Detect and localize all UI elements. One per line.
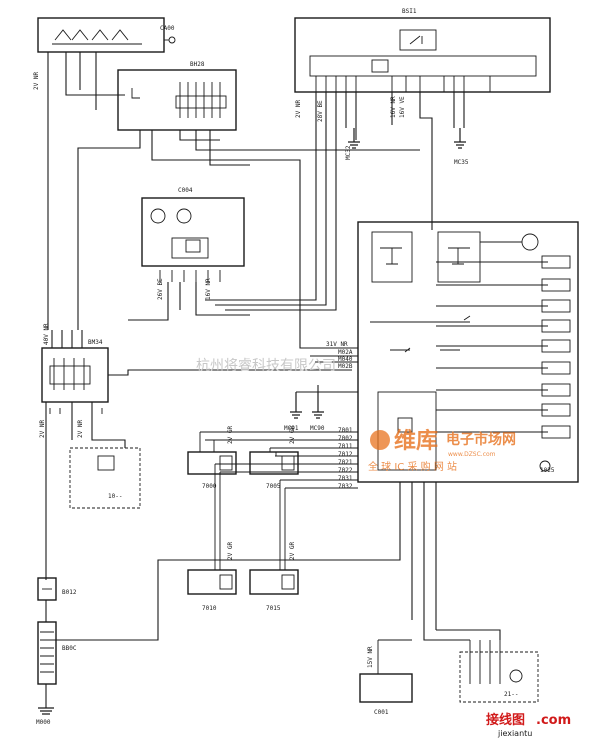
svg-text:7001: 7001 [338, 427, 353, 434]
watermark-company: 杭州将睿科技有限公司 [196, 358, 336, 374]
c004-label: C004 [178, 187, 193, 194]
jiexiantu-watermark: 接线图 .com jiexiantu [486, 712, 571, 738]
connector-10: 10-- [69, 447, 141, 509]
svg-text:7022: 7022 [338, 467, 353, 474]
svg-text:7000: 7000 [202, 483, 217, 490]
svg-text:2V NR: 2V NR [77, 420, 84, 438]
svg-text:M02A: M02A [338, 349, 353, 356]
svg-text:2V GR: 2V GR [289, 426, 296, 444]
svg-text:B012: B012 [62, 589, 77, 596]
wire-28vbe-bsi: 28V BE [317, 100, 324, 122]
svg-text:2V GR: 2V GR [227, 542, 234, 560]
cad0-switch-block: CA00 [37, 17, 176, 53]
wire-2vnr-left: 2V NR [33, 72, 40, 90]
bh28-connector-block: BH28 [117, 61, 237, 131]
mc90-ground: MC90 [310, 392, 325, 432]
c001-connector: C001 15V NR [359, 640, 413, 716]
svg-text:7012: 7012 [338, 451, 353, 458]
svg-text:31V NR: 31V NR [326, 341, 348, 348]
svg-text:2V GR: 2V GR [289, 542, 296, 560]
injector-7010: 7010 [187, 464, 237, 612]
bbgc-battery: BB0C [37, 621, 77, 685]
bsi1-body-control: BSI1 [294, 8, 551, 93]
logo-url: www.DZSC.com [448, 451, 496, 458]
bm34-fuse-box: BM34 [41, 339, 109, 414]
logo-sub: 电子市场网 [446, 431, 516, 448]
svg-text:10--: 10-- [108, 493, 122, 500]
svg-text:7002: 7002 [338, 435, 353, 442]
b012-fuse: B012 [37, 577, 77, 601]
c004-instrument: C004 [141, 187, 245, 282]
svg-text:M02B: M02B [338, 363, 353, 370]
site-url: jiexiantu [497, 729, 532, 738]
injector-7015: 7015 [249, 480, 299, 612]
svg-text:C001: C001 [374, 709, 389, 716]
svg-text:M040: M040 [338, 356, 353, 363]
connector-21: 21-- [459, 640, 539, 703]
svg-text:MC91: MC91 [284, 425, 299, 432]
svg-text:M000: M000 [36, 719, 51, 726]
svg-text:21--: 21-- [504, 691, 518, 698]
wire-16vnr-c004: 16V NR [205, 278, 212, 300]
wire-2vnr-bsi: 2V NR [295, 100, 302, 118]
wire-40vnr-bm34: 40V NR [43, 323, 50, 345]
ecu-1025-module: 1025 [357, 221, 579, 483]
mc35-ground: MC35 [454, 128, 469, 166]
svg-text:15V NR: 15V NR [367, 646, 374, 668]
svg-text:MC90: MC90 [310, 425, 325, 432]
mc91-ground: MC91 [284, 392, 302, 432]
svg-text:2V GR: 2V GR [227, 426, 234, 444]
svg-text:MC32: MC32 [345, 145, 352, 160]
mc32-ground: MC32 [345, 128, 360, 160]
wire-16vnr-bsi: 16V NR [390, 96, 397, 118]
bsi1-label: BSI1 [402, 8, 417, 15]
logo-slogan: 全 球 IC 采 购 网 站 [368, 460, 457, 473]
bm34-label: BM34 [88, 339, 103, 346]
svg-text:7011: 7011 [338, 443, 353, 450]
wire-26vbe-c004: 26V BE [157, 278, 164, 300]
logo-main: 维库 [394, 428, 438, 454]
dzsc-watermark-logo: 维库 电子市场网 www.DZSC.com 全 球 IC 采 购 网 站 [368, 428, 516, 473]
svg-text:BB0C: BB0C [62, 645, 77, 652]
svg-text:7021: 7021 [338, 459, 353, 466]
svg-text:7010: 7010 [202, 605, 217, 612]
injector-7000: 7000 [187, 432, 237, 490]
wire-16vve-bsi: 16V VE [399, 96, 406, 118]
mass-ground: M000 [36, 707, 54, 726]
site-name: 接线图 [486, 712, 525, 728]
svg-text:7005: 7005 [266, 483, 281, 490]
svg-text:7031: 7031 [338, 475, 353, 482]
bh28-label: BH28 [190, 61, 205, 68]
svg-text:MC35: MC35 [454, 159, 469, 166]
cad0-label: CA00 [160, 25, 175, 32]
svg-text:2V NR: 2V NR [39, 420, 46, 438]
svg-text:7032: 7032 [338, 483, 353, 490]
svg-text:7015: 7015 [266, 605, 281, 612]
site-domain: .com [536, 713, 571, 728]
injector-7005: 7005 [249, 448, 299, 490]
